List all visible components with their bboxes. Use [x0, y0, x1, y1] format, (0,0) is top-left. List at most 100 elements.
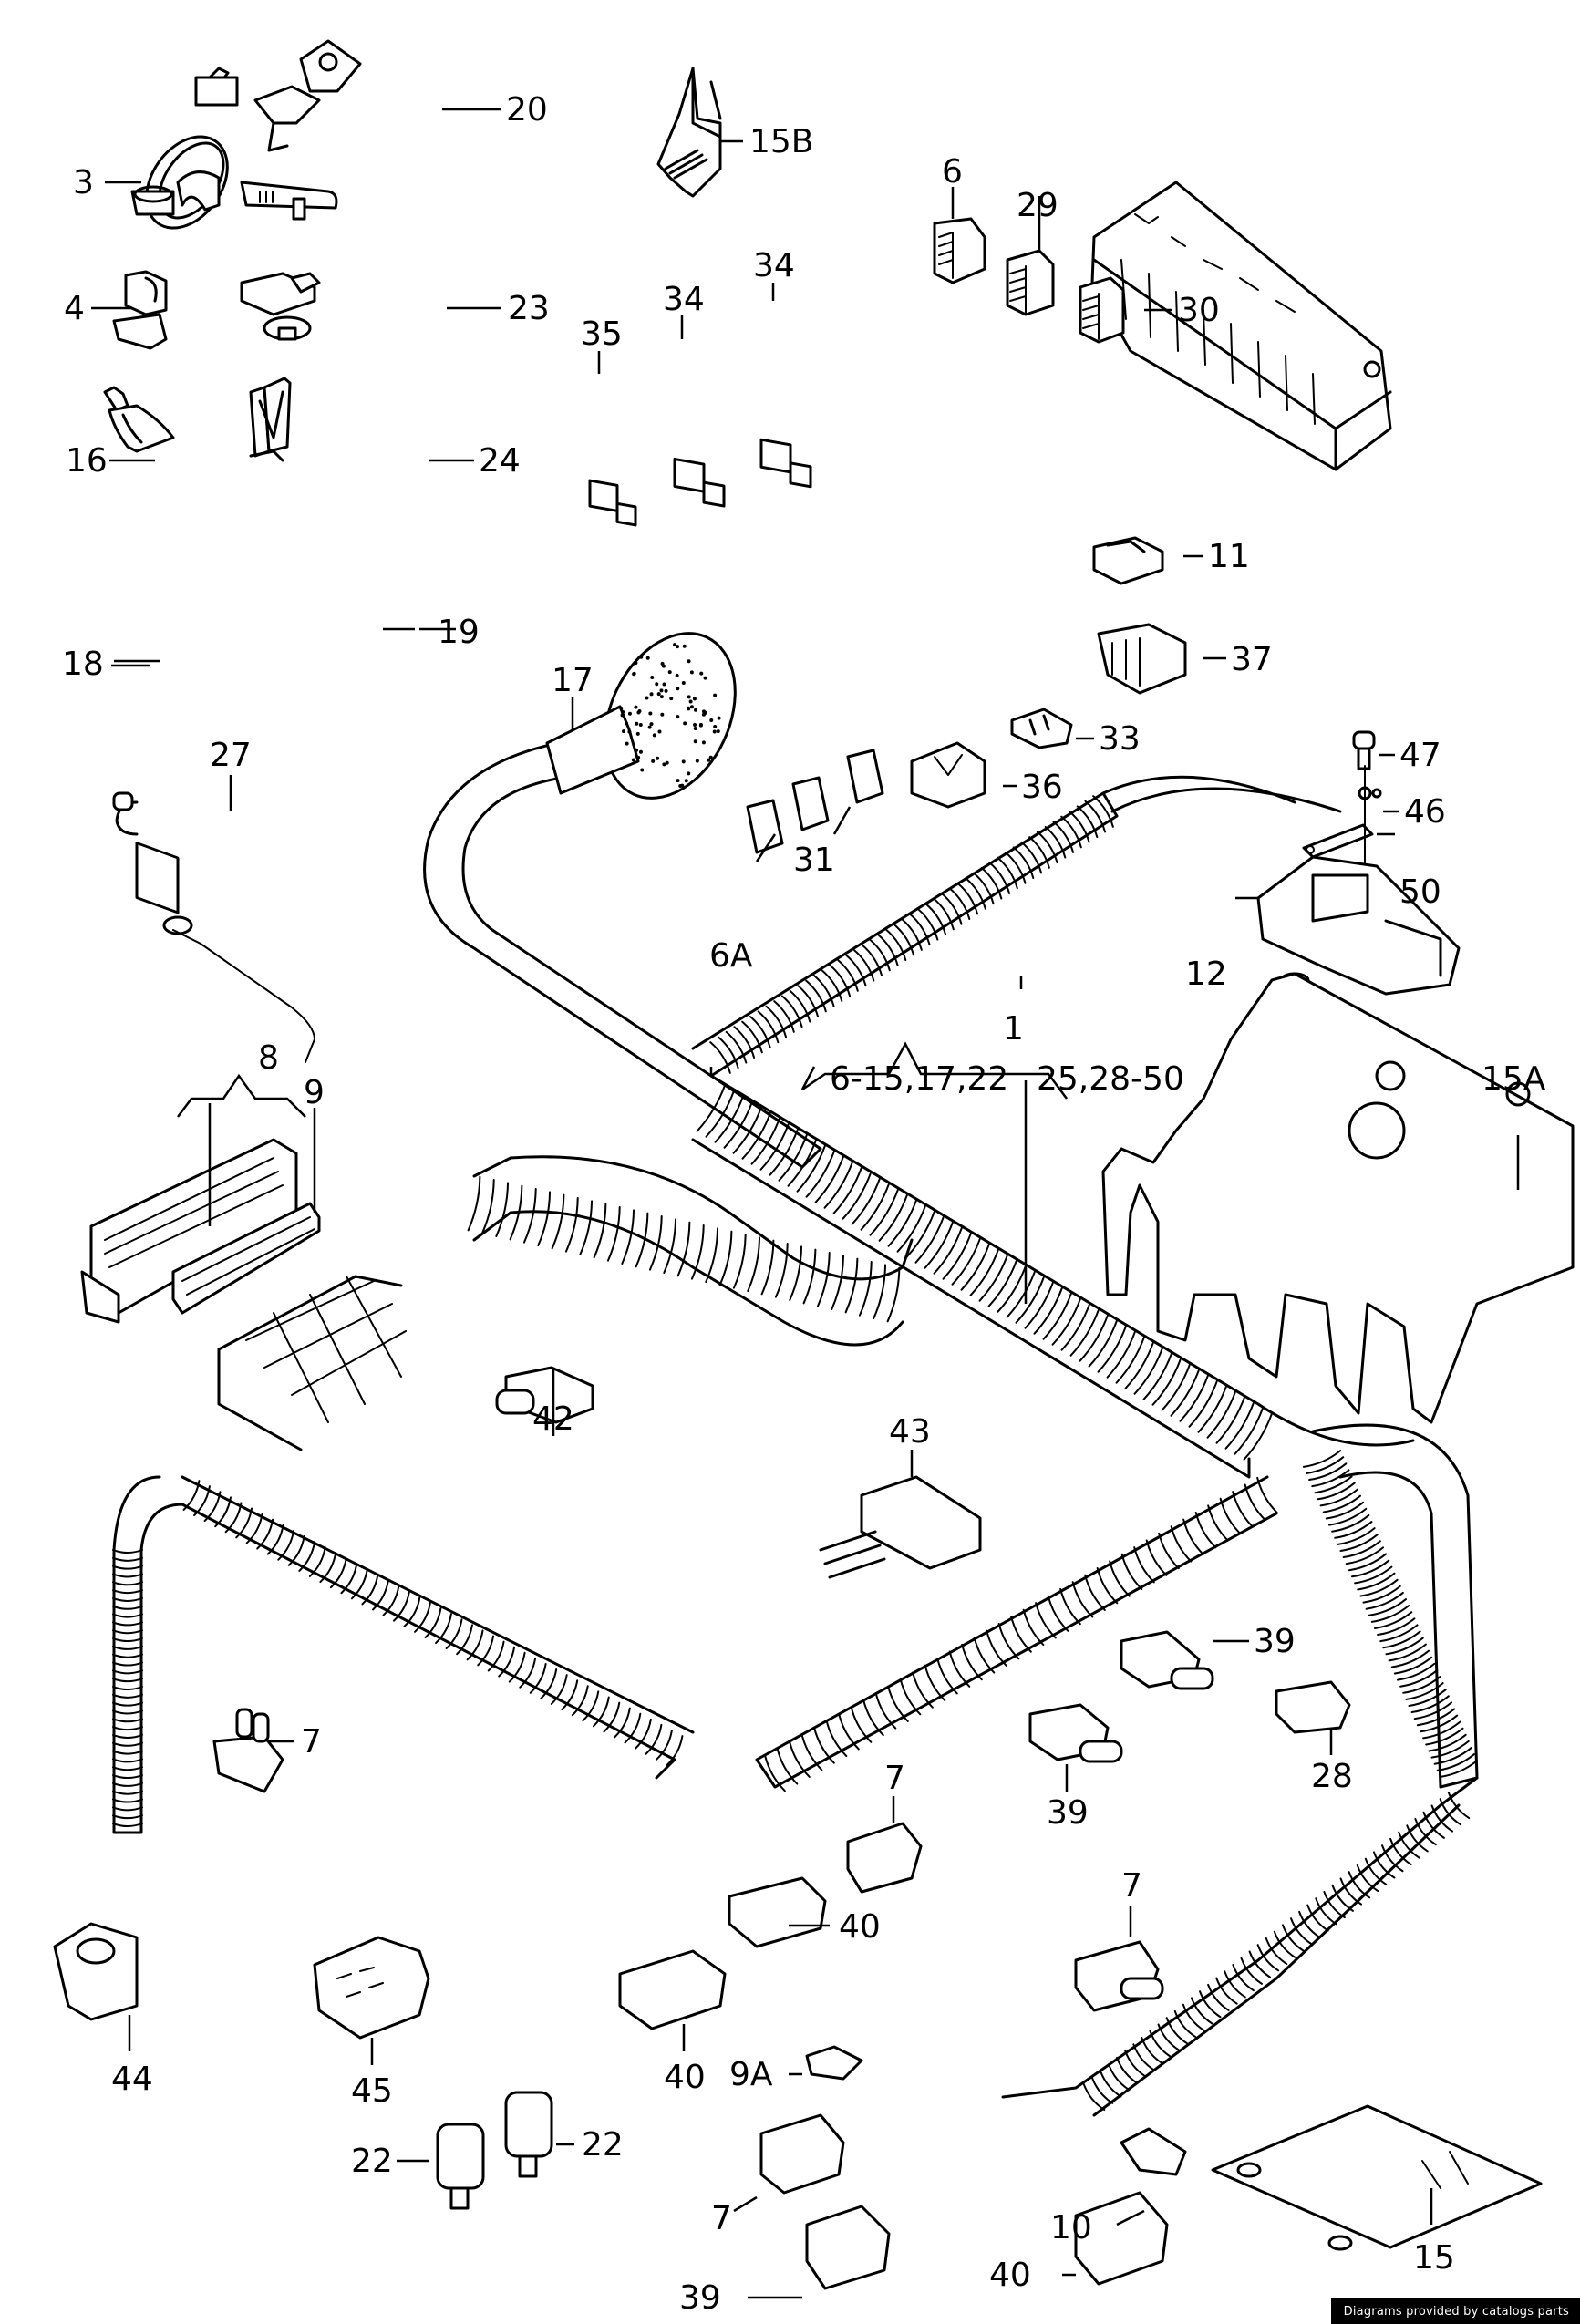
- callout-40-bottom: 40: [989, 2257, 1031, 2294]
- callout-37: 37: [1231, 641, 1273, 678]
- grommet-dot: [634, 661, 637, 665]
- grommet-dot: [669, 697, 673, 700]
- callout-17: 17: [552, 662, 594, 699]
- grommet-dot: [632, 758, 635, 761]
- corrugation-rib: [552, 1195, 564, 1249]
- callout-12: 12: [1185, 955, 1227, 993]
- grommet-dot: [621, 713, 625, 717]
- sensor-22-right: [506, 2092, 552, 2176]
- grommet-dot: [668, 670, 672, 674]
- connector-40-mid: [729, 1878, 825, 1947]
- grommet-dot: [648, 711, 652, 715]
- grommet-dot: [655, 682, 658, 686]
- grommet-dot: [687, 659, 691, 663]
- callout-6: 6: [942, 153, 963, 191]
- callout-3: 3: [73, 164, 94, 201]
- connector-34-upper: [761, 439, 811, 487]
- corrugation-rib: [113, 1663, 142, 1666]
- corrugation-rib: [113, 1622, 142, 1625]
- corrugation-rib: [113, 1574, 142, 1576]
- grommet-dot: [709, 756, 713, 759]
- corrugation-rib: [113, 1606, 142, 1609]
- grommet-dot: [648, 726, 652, 729]
- grommet-dot: [660, 695, 664, 698]
- grommet-dot: [709, 718, 713, 722]
- grommet-dot: [690, 705, 694, 708]
- corrugation-rib: [1374, 1852, 1394, 1877]
- corrugation-rib: [113, 1630, 142, 1633]
- grommet-dot: [656, 757, 659, 760]
- callout-10: 10: [1050, 2209, 1092, 2247]
- grommet-dot: [680, 784, 684, 788]
- corrugation-rib: [1117, 2058, 1137, 2083]
- callout-39-upper: 39: [1254, 1623, 1296, 1660]
- corrugation-rib: [113, 1687, 142, 1689]
- connector-7-mid: [848, 1823, 921, 1892]
- corrugation-rib: [113, 1566, 142, 1569]
- connector-30: [1080, 278, 1123, 342]
- corrugation-rib: [1192, 1998, 1212, 2023]
- connector-35: [590, 480, 635, 525]
- connector-45: [315, 1937, 429, 2038]
- callout-7-bottom: 7: [711, 2200, 732, 2237]
- corrugation-rib: [720, 1232, 732, 1286]
- corrugation-rib: [113, 1670, 142, 1673]
- corrugation-rib: [818, 1253, 830, 1307]
- grommet-dot: [645, 696, 648, 699]
- grommet-dot: [693, 723, 697, 727]
- grommet-dot: [657, 729, 661, 733]
- sensor-22-left: [438, 2124, 483, 2208]
- corrugation-rib: [113, 1678, 142, 1681]
- corrugation-rib: [1366, 1859, 1386, 1885]
- connector-36: [912, 743, 985, 807]
- callout-15A: 15A: [1482, 1060, 1546, 1098]
- callout-7-left: 7: [301, 1723, 322, 1761]
- corrugation-rib: [113, 1710, 142, 1713]
- grommet-dot: [676, 674, 679, 677]
- callout-46: 46: [1404, 793, 1446, 831]
- corrugation-rib: [524, 1189, 536, 1243]
- corrugation-rib: [113, 1759, 142, 1761]
- corrugation-rib: [678, 1223, 690, 1276]
- grommet-dot: [635, 749, 638, 752]
- grommet-dot: [699, 672, 703, 676]
- grommet-dot: [694, 727, 697, 730]
- corrugation-rib: [888, 1268, 900, 1322]
- callout-44: 44: [111, 2061, 153, 2098]
- corrugation-rib: [1100, 2071, 1120, 2096]
- callout-15: 15: [1413, 2239, 1455, 2277]
- heat-shield-15: [1213, 2106, 1541, 2249]
- connector-6: [935, 219, 985, 283]
- corrugation-rib: [580, 1201, 592, 1255]
- grommet-dot: [660, 713, 664, 717]
- corrugation-rib: [873, 1265, 885, 1318]
- connector-28: [1276, 1682, 1349, 1732]
- callout-40-mid: 40: [664, 2059, 706, 2096]
- grommet-dot: [682, 759, 686, 763]
- grommet-dot: [634, 706, 637, 709]
- grommet-dot: [657, 692, 661, 696]
- part-27-plug: [114, 793, 178, 913]
- callout-18: 18: [62, 646, 104, 683]
- callout-6A: 6A: [709, 937, 753, 975]
- grommet-dot: [704, 677, 707, 680]
- callout-50: 50: [1399, 873, 1441, 911]
- callout-16: 16: [66, 442, 108, 480]
- callout-1-range-right: 25,28-50: [1037, 1060, 1184, 1098]
- corrugation-rib: [113, 1638, 142, 1641]
- grommet-dot: [640, 769, 644, 772]
- grommet-dot: [662, 683, 666, 687]
- corrugation-rib: [608, 1207, 620, 1261]
- callout-30: 30: [1178, 292, 1220, 329]
- corrugation-rib: [113, 1727, 142, 1730]
- corrugation-rib: [622, 1210, 634, 1264]
- connector-33: [1012, 709, 1071, 748]
- corrugation-rib: [113, 1598, 142, 1601]
- part-20-clip: [255, 41, 360, 150]
- corrugation-rib: [113, 1792, 142, 1794]
- part-24-clip: [242, 274, 319, 339]
- callout-1-range-left: 6-15,17,22: [830, 1060, 1008, 1098]
- ground-wire: [173, 930, 315, 1062]
- corrugation-rib: [1257, 1478, 1277, 1513]
- callout-47: 47: [1399, 737, 1441, 774]
